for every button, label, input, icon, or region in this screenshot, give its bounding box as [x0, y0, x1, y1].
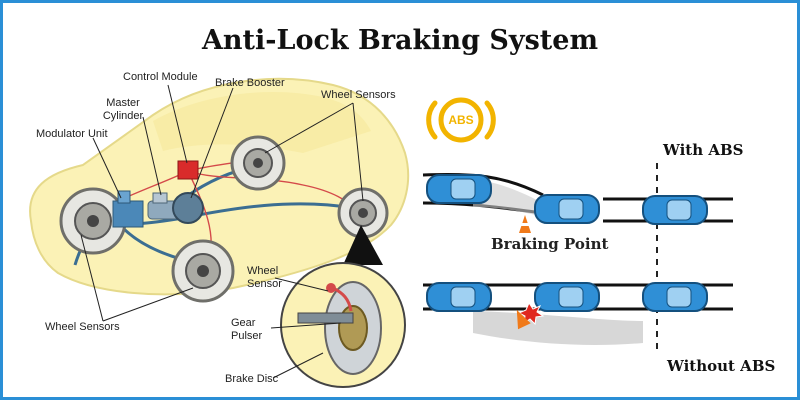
car-with-abs-2 [534, 194, 600, 224]
label-wheel-sensor: Wheel Sensor [247, 265, 282, 291]
label-wheel-sensor-line1: Wheel [247, 265, 279, 277]
label-wheel-sensors-top: Wheel Sensors [321, 89, 396, 101]
car-with-abs-1 [426, 174, 492, 204]
modulator-unit [112, 190, 144, 228]
car-without-abs-2 [534, 282, 600, 312]
leader-lines [80, 84, 364, 322]
label-gear-pulser-line1: Gear [231, 317, 256, 329]
wheel-rear-left [171, 239, 235, 303]
abs-warning-icon [426, 97, 496, 143]
skid-shadow-bottom [473, 311, 643, 345]
brake-booster [172, 192, 204, 224]
control-module [177, 160, 199, 180]
braking-comparison [422, 97, 733, 355]
car-without-abs-1 [426, 282, 492, 312]
label-braking-point: Braking Point [491, 235, 609, 253]
label-modulator-unit: Modulator Unit [36, 128, 108, 140]
label-master-cylinder: Master Cylinder [91, 97, 155, 123]
detail-leaders [270, 277, 342, 379]
sensor-detail-circle [280, 262, 406, 388]
label-master-cylinder-line2: Cylinder [102, 110, 144, 122]
label-with-abs: With ABS [663, 141, 744, 159]
wheel-front-left [59, 187, 127, 255]
label-control-module: Control Module [123, 71, 198, 83]
label-brake-disc: Brake Disc [225, 373, 279, 385]
car-window-area [153, 91, 371, 153]
abs-icon-text: ABS [448, 113, 474, 127]
label-brake-booster: Brake Booster [215, 77, 285, 89]
traffic-cone-bottom [516, 309, 531, 330]
car-diagram [29, 77, 410, 388]
car-without-abs-3 [642, 282, 708, 312]
car-with-abs-3 [642, 195, 708, 225]
label-wheel-sensor-line2: Sensor [247, 278, 282, 290]
label-gear-pulser-line2: Pulser [231, 330, 263, 342]
page-title: Anti-Lock Braking System [201, 25, 599, 56]
zoom-connector [343, 225, 383, 265]
label-wheel-sensors-bottom: Wheel Sensors [45, 321, 120, 333]
traffic-cone-top [519, 215, 531, 233]
label-without-abs: Without ABS [667, 357, 776, 375]
label-master-cylinder-line1: Master [106, 97, 140, 109]
label-gear-pulser: Gear Pulser [231, 317, 262, 343]
